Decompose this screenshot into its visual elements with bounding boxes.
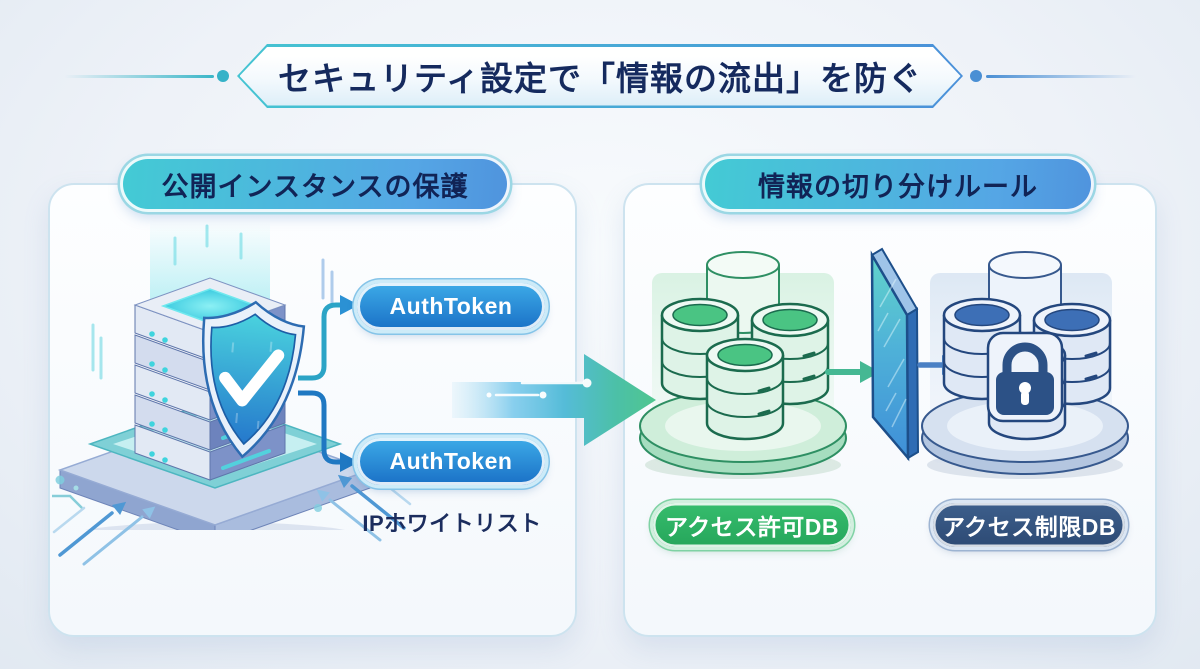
decor-arrows-right-icon <box>314 474 412 542</box>
firewall-icon <box>870 247 920 462</box>
data-separation-illustration <box>639 247 1129 479</box>
restricted-database-icon <box>921 251 1129 479</box>
branch-arrows-icon <box>298 295 359 472</box>
page-title: セキュリティ設定で「情報の流出」を防ぐ <box>277 60 923 97</box>
shield-texture <box>231 341 273 429</box>
cyan-tick-lines <box>91 323 103 380</box>
server-led-dots <box>149 331 168 463</box>
auth-token-pill-top: AuthToken <box>357 283 545 330</box>
title-accent-dot-right <box>970 70 982 82</box>
ip-whitelist-caption: IPホワイトリスト <box>362 511 542 536</box>
restricted-db-pill: アクセス制限DB <box>933 503 1125 547</box>
allowed-flow-arrow-icon <box>825 361 880 383</box>
left-panel-header-pill: 公開インスタンスの保護 <box>120 156 510 212</box>
title-accent-line-left <box>64 75 214 78</box>
right-panel-header-pill: 情報の切り分けルール <box>702 156 1094 212</box>
auth-token-pill-bottom: AuthToken <box>357 438 545 485</box>
title-accent-line-right <box>986 75 1136 78</box>
decor-arrows-left-icon <box>52 475 156 566</box>
flow-arrow-icon <box>452 354 656 446</box>
lock-icon <box>986 331 1064 423</box>
blue-tick-lines <box>321 258 334 308</box>
auth-token-label-top: AuthToken <box>389 293 513 319</box>
title-banner: セキュリティ設定で「情報の流出」を防ぐ <box>237 44 963 108</box>
beam-lines <box>173 224 243 266</box>
circuit-dots <box>494 381 584 397</box>
shield-check-icon <box>201 300 306 459</box>
allowed-database-icon <box>639 251 847 479</box>
allowed-db-pill: アクセス許可DB <box>653 503 851 547</box>
title-accent-dot-left <box>217 70 229 82</box>
left-panel-header-label: 公開インスタンスの保護 <box>161 171 469 202</box>
title-banner-face: セキュリティ設定で「情報の流出」を防ぐ <box>240 47 961 106</box>
checkmark <box>219 349 285 407</box>
restricted-db-label: アクセス制限DB <box>941 514 1117 540</box>
allowed-db-label: アクセス許可DB <box>664 514 840 540</box>
right-panel-header-label: 情報の切り分けルール <box>758 171 1038 202</box>
wall-streaks <box>877 278 907 428</box>
server-illustration <box>57 220 373 530</box>
auth-token-label-bottom: AuthToken <box>389 448 513 474</box>
